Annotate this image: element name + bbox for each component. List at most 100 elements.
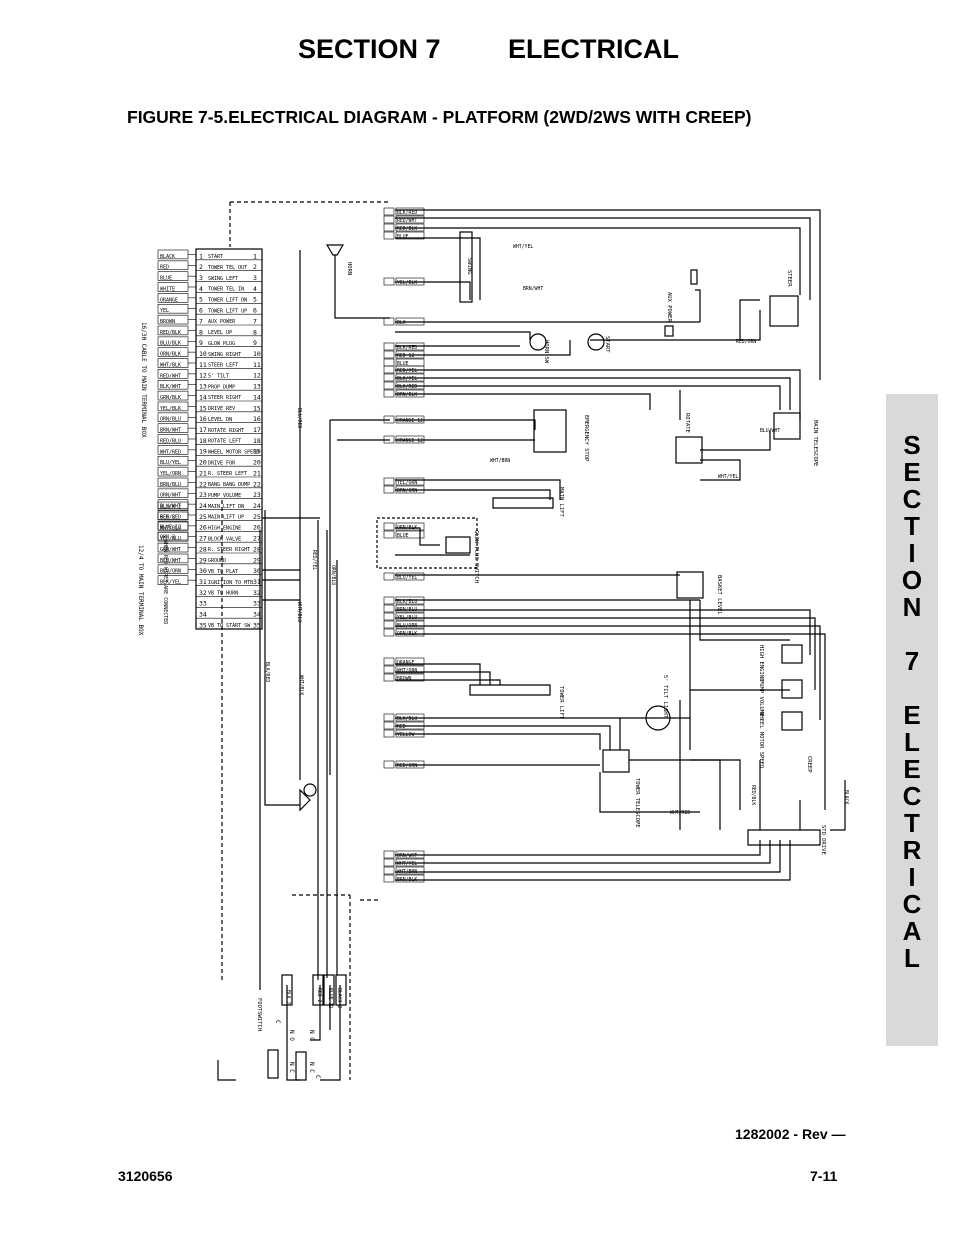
component-label: MAIN TELESCOPE xyxy=(812,420,818,466)
terminal-number: 23 xyxy=(199,491,207,499)
terminal-number: 15 xyxy=(253,404,261,412)
wire-tag xyxy=(395,729,425,738)
wire-tag xyxy=(395,373,425,382)
terminal-function-label: SWING LEFT xyxy=(208,276,238,282)
terminal-function-label: VB TO HORN xyxy=(208,591,238,597)
wire-tag xyxy=(157,531,189,541)
wire-tag xyxy=(395,522,425,531)
terminal-number: 10 xyxy=(253,350,261,358)
connector-pin xyxy=(383,381,395,390)
wire-tag xyxy=(157,511,189,521)
terminal-number: 31 xyxy=(253,578,261,586)
terminal-function-label: DRIVE FOR xyxy=(208,460,236,466)
connector-wire-label: RED/YEL xyxy=(397,368,417,374)
wire-color-label: RED/BLU xyxy=(160,438,181,444)
terminal-function-label: MAIN LIFT DN xyxy=(208,504,244,510)
side-tab-letter: N xyxy=(902,592,922,622)
side-tab-letter: S xyxy=(903,430,921,460)
connector-wire-label: RED xyxy=(397,724,406,730)
wire-tag xyxy=(395,435,425,444)
wire-color-label: YEL/BLU xyxy=(160,536,181,542)
wire-color-label: BLU/BLK xyxy=(160,341,181,347)
wire-color-label: BLUE xyxy=(160,276,172,282)
section-name: ELECTRICAL xyxy=(508,34,679,64)
connector-wire-label: BLU/ORN xyxy=(397,623,417,629)
wire-color-label: BROWN xyxy=(160,319,175,325)
terminal-function-label: START xyxy=(208,254,223,260)
terminal-number: 8 xyxy=(199,328,203,336)
terminal-number: 19 xyxy=(199,448,207,456)
wire-label: BRN/WHT xyxy=(523,286,543,292)
connector-wire-label: ORN/BLK xyxy=(397,525,417,531)
terminal-number: 26 xyxy=(199,524,207,532)
wire-color-label: BLACK xyxy=(160,254,175,260)
connector-pin xyxy=(383,866,395,875)
page-number: 7-11 xyxy=(810,1168,838,1184)
connector-wire-label: RED/BLK xyxy=(397,226,417,232)
wire-label: BLACK 2 xyxy=(336,988,342,1008)
terminal-number: 2 xyxy=(253,263,257,271)
wire-color-label: YEL/BLK xyxy=(160,406,181,412)
wire-color-label: BLU/WHT xyxy=(160,504,181,510)
connector-pin xyxy=(383,530,395,539)
wire-color-label: WHT/RED xyxy=(160,449,181,455)
figure-title: FIGURE 7-5.ELECTRICAL DIAGRAM - PLATFORM… xyxy=(127,107,752,127)
connector-wire-label: BLK/RED xyxy=(397,345,417,351)
wire-tag xyxy=(395,350,425,359)
terminal-number: 4 xyxy=(199,285,203,293)
component-label: TOWER LIFT xyxy=(558,686,564,720)
component-label: HORN SW xyxy=(543,340,549,364)
terminal-number: 6 xyxy=(253,307,257,315)
terminal-number: 21 xyxy=(253,469,261,477)
connector-pin xyxy=(383,665,395,674)
section-header: SECTION 7 ELECTRICAL xyxy=(0,34,954,70)
connector-pin xyxy=(383,350,395,359)
footswitch-contact: C xyxy=(274,1020,281,1024)
cable-label: 16/30 CABLE TO MAIN TERMINAL BOX xyxy=(140,322,147,438)
side-tab-letter: 7 xyxy=(904,646,920,676)
connector-wire-label: YEL/ORN xyxy=(397,480,417,486)
terminal-function-label: TOWER TEL IN xyxy=(208,287,244,293)
side-tab-letter: I xyxy=(908,862,916,892)
connector-pin xyxy=(383,231,395,240)
component-label: HIGH ENGINE xyxy=(758,645,764,681)
wire-color-label: ORN/WHT xyxy=(160,493,181,499)
connector-wire-label: BRN/BLK xyxy=(397,392,417,398)
terminal-number: 20 xyxy=(199,459,207,467)
wire-tag xyxy=(395,342,425,351)
footswitch-contact: N O xyxy=(288,1030,295,1041)
connector-wire-label: WHT/BRN xyxy=(397,869,417,875)
wire-tag xyxy=(395,866,425,875)
terminal-function-label: VB TO START SW xyxy=(208,623,251,629)
terminal-function-label: R. STEER LEFT xyxy=(208,471,247,477)
terminal-function-label: LEVEL DN xyxy=(208,417,232,423)
side-tab-letter: T xyxy=(904,808,920,838)
component-label: 5' TILT LIGHT xyxy=(662,675,668,719)
terminal-number: 22 xyxy=(199,480,207,488)
wire-color-label: BLACK 2 xyxy=(160,505,181,511)
connector-pin xyxy=(383,874,395,883)
terminal-number: 14 xyxy=(199,393,207,401)
terminal-number: 33 xyxy=(253,600,261,608)
terminal-number: 8 xyxy=(253,328,257,336)
cable-label: 12/4 TO MAIN TERMINAL BOX xyxy=(137,545,144,636)
terminal-function-label: DRIVE REV xyxy=(208,406,235,412)
terminal-function-label: BANG BANG DUMP xyxy=(208,482,250,488)
terminal-number: 21 xyxy=(199,469,207,477)
connector-pin xyxy=(383,760,395,769)
terminal-number: 33 xyxy=(199,600,207,608)
terminal-function-label: PUMP VOLUME xyxy=(208,493,241,499)
connector-wire-label: WHT/YEL xyxy=(397,861,417,867)
terminal-function-label: BLOCK VALVE xyxy=(208,536,241,542)
wire-tag xyxy=(395,223,425,232)
connector-pin xyxy=(383,317,395,326)
connector-pin xyxy=(383,389,395,398)
connector-wire-label: BROWN xyxy=(397,676,412,682)
wire-label: BLUE 12 xyxy=(327,988,333,1008)
terminal-number: 28 xyxy=(199,545,207,553)
connector-wire-label: BLK xyxy=(397,320,406,326)
wire-color-label: BLU/YEL xyxy=(160,460,181,466)
terminal-number: 22 xyxy=(253,480,261,488)
wire-label: WHT/BLU xyxy=(296,602,302,622)
